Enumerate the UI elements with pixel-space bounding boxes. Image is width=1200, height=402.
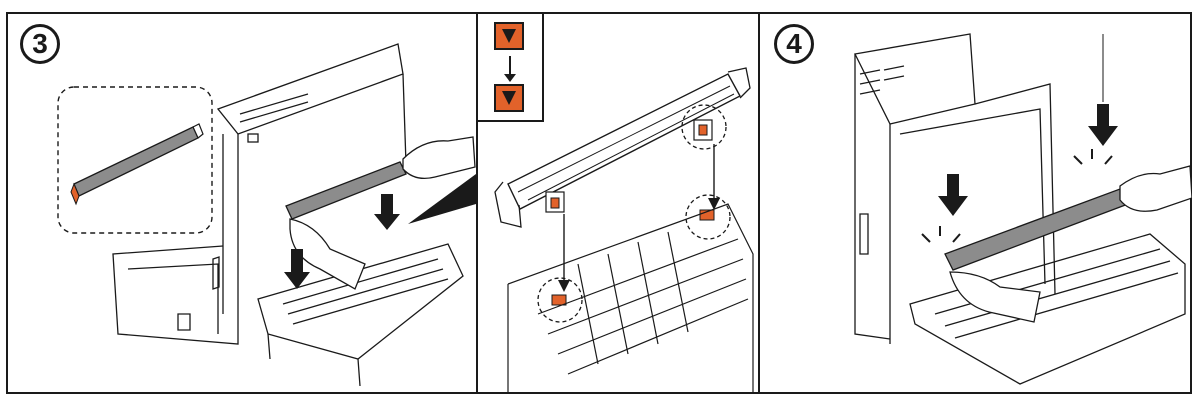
- step-3-panel: 3: [8, 14, 476, 392]
- marker-circle-left: [537, 277, 583, 323]
- detail-illustration: [494, 67, 754, 392]
- roller-inserted: [285, 161, 407, 220]
- hands: [289, 136, 476, 290]
- panel-divider-2: [758, 14, 760, 392]
- click-marks: [921, 149, 1113, 243]
- detail-housing: [507, 203, 754, 392]
- press-arrows: [938, 34, 1118, 216]
- marker-legend: [478, 14, 544, 122]
- orange-marker-icon: [494, 22, 524, 50]
- open-tray: [257, 243, 464, 387]
- step-4-number: 4: [786, 28, 802, 59]
- step-4-panel: 4: [760, 14, 1192, 392]
- step-3-badge: 3: [20, 24, 60, 64]
- step-3-number: 3: [32, 28, 48, 59]
- marker-circle-right: [685, 194, 731, 240]
- alignment-arrows: [558, 144, 720, 292]
- roller-callout: [70, 123, 204, 206]
- hands-step4: [949, 165, 1192, 323]
- step-3-illustration: [57, 43, 476, 387]
- printer-body: [112, 43, 407, 345]
- marker-circle-top: [681, 104, 727, 150]
- orange-marker-icon: [494, 84, 524, 112]
- down-arrows: [284, 194, 400, 289]
- roller-installed: [944, 188, 1129, 271]
- panel-divider-1: [476, 14, 478, 392]
- detail-panel: [478, 14, 758, 392]
- down-arrow-icon: [504, 56, 516, 82]
- instruction-frame: 3: [6, 12, 1192, 394]
- step-4-illustration: [854, 33, 1192, 385]
- housing-marker-right: [699, 209, 715, 221]
- zoom-pointer: [408, 174, 476, 224]
- step-4-badge: 4: [774, 24, 814, 64]
- housing-marker-left: [551, 294, 567, 306]
- detail-roller: [494, 67, 751, 228]
